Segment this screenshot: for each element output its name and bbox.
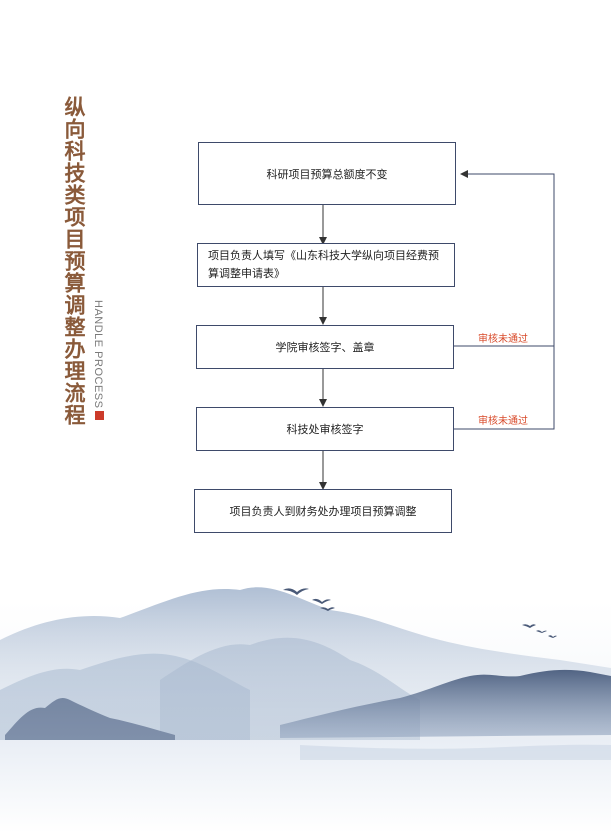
flow-step-label: 学院审核签字、盖章 xyxy=(275,341,375,354)
accent-square xyxy=(95,411,104,420)
flow-step-label: 科研项目预算总额度不变 xyxy=(266,167,388,181)
reject-label-college: 审核未通过 xyxy=(478,334,528,345)
flow-step-label: 项目负责人到财务处办理项目预算调整 xyxy=(229,505,417,518)
flow-step-finance-adjust: 项目负责人到财务处办理项目预算调整 xyxy=(194,489,452,533)
flow-step-label: 项目负责人填写《山东科技大学纵向项目经费预算调整申请表》 xyxy=(208,249,439,280)
page-subtitle: HANDLE PROCESS xyxy=(92,300,104,409)
reject-label-techoffice: 审核未通过 xyxy=(478,416,528,427)
page-title: 纵向科技类项目预算调整办理流程 xyxy=(62,96,87,426)
flow-step-label: 科技处审核签字 xyxy=(286,423,364,436)
birds-icon xyxy=(283,588,557,638)
flow-step-fill-application: 项目负责人填写《山东科技大学纵向项目经费预算调整申请表》 xyxy=(197,243,455,287)
flow-step-budget-unchanged: 科研项目预算总额度不变 xyxy=(198,142,456,205)
mist xyxy=(0,600,611,750)
flow-step-techoffice-review: 科技处审核签字 xyxy=(196,407,454,451)
flow-step-college-review: 学院审核签字、盖章 xyxy=(196,325,454,369)
reflection xyxy=(300,744,611,760)
reject-path-techoffice xyxy=(454,170,555,430)
